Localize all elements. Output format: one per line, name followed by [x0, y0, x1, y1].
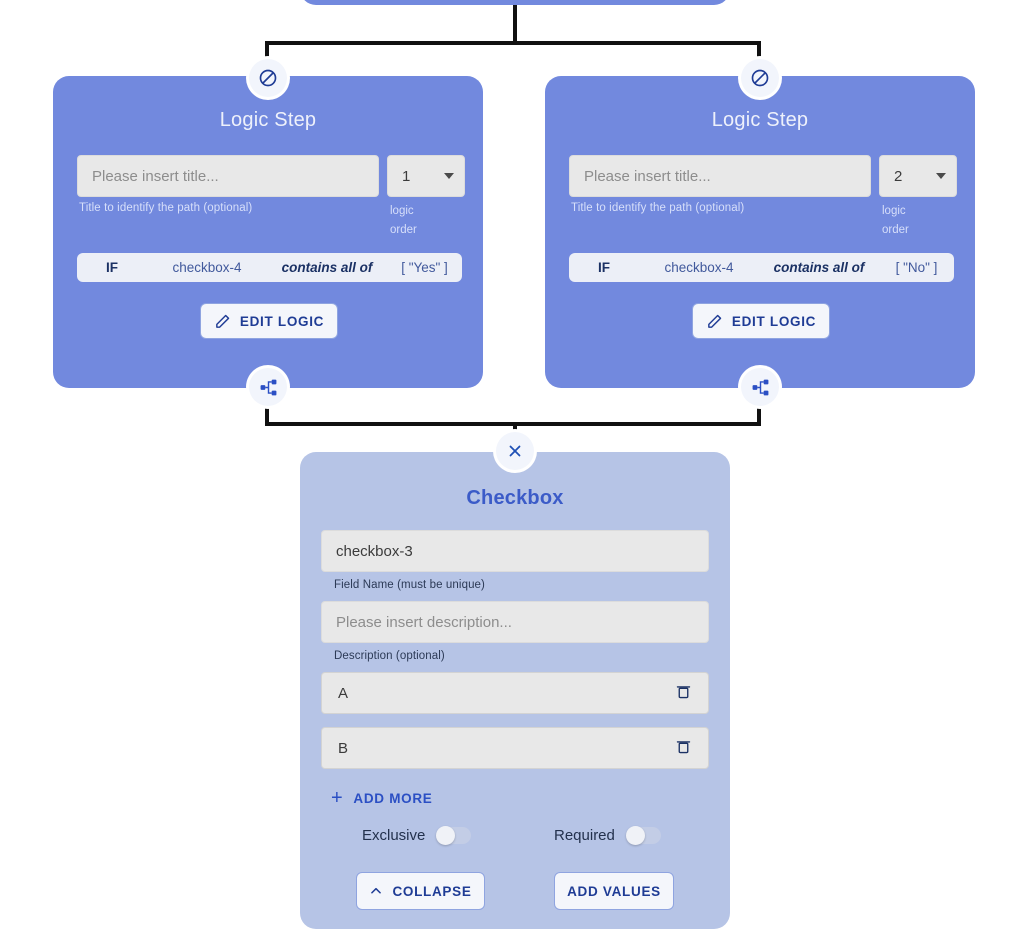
description-input[interactable]: Please insert description...: [321, 601, 709, 643]
connector-right-riser: [757, 388, 761, 426]
no-entry-icon: [259, 69, 277, 87]
order-label-line2: order: [882, 224, 909, 236]
logic-title-input[interactable]: Please insert title...: [77, 155, 379, 197]
trash-icon[interactable]: [675, 738, 692, 759]
logic-order-value: 1: [402, 167, 411, 185]
condition-value: [ "No" ]: [895, 260, 938, 275]
order-label-line1: logic: [390, 205, 414, 217]
pencil-icon: [708, 314, 722, 328]
logic-step-card-1[interactable]: Logic Step Please insert title... Title …: [53, 76, 483, 388]
chevron-down-icon: [936, 173, 946, 179]
add-values-label: ADD VALUES: [567, 883, 661, 899]
option-row[interactable]: A: [321, 672, 709, 714]
condition-keyword: IF: [598, 260, 610, 275]
option-row[interactable]: B: [321, 727, 709, 769]
collapse-button[interactable]: COLLAPSE: [356, 872, 485, 910]
block-badge-left[interactable]: [249, 59, 287, 97]
condition-keyword: IF: [106, 260, 118, 275]
edit-logic-label: EDIT LOGIC: [239, 313, 325, 329]
condition-field: checkbox-4: [172, 260, 242, 275]
condition-row[interactable]: IF checkbox-4 contains all of [ "No" ]: [569, 253, 954, 282]
option-value: B: [338, 739, 349, 757]
chevron-up-icon: [371, 887, 382, 894]
pencil-icon: [216, 314, 230, 328]
logic-order-select[interactable]: 2: [879, 155, 957, 197]
condition-operator: contains all of: [773, 260, 865, 275]
close-icon: [509, 445, 521, 457]
branch-badge-left[interactable]: [249, 368, 287, 406]
logic-order-select[interactable]: 1: [387, 155, 465, 197]
logic-title-helper: Title to identify the path (optional): [79, 202, 253, 214]
order-label-line1: logic: [882, 205, 906, 217]
option-value: A: [338, 684, 349, 702]
block-badge-right[interactable]: [741, 59, 779, 97]
logic-step-title: Logic Step: [711, 109, 809, 131]
field-card-title: Checkbox: [466, 487, 564, 509]
toggle-knob: [625, 826, 645, 845]
add-more-button[interactable]: + ADD MORE: [331, 788, 433, 808]
required-toggle[interactable]: [625, 826, 661, 845]
collapse-label: COLLAPSE: [392, 883, 472, 899]
plus-icon: +: [331, 787, 344, 809]
connector-horizontal-top: [265, 41, 761, 45]
close-badge[interactable]: [496, 432, 534, 470]
required-label: Required: [554, 827, 615, 844]
connector-left-riser: [265, 388, 269, 426]
logic-title-helper: Title to identify the path (optional): [571, 202, 745, 214]
exclusive-toggle[interactable]: [436, 826, 472, 845]
condition-operator: contains all of: [281, 260, 373, 275]
logic-step-card-2[interactable]: Logic Step Please insert title... Title …: [545, 76, 975, 388]
edit-logic-button-1[interactable]: EDIT LOGIC: [200, 303, 338, 339]
required-toggle-group[interactable]: Required: [554, 826, 661, 845]
no-entry-icon: [751, 69, 769, 87]
edit-logic-label: EDIT LOGIC: [731, 313, 817, 329]
branch-badge-right[interactable]: [741, 368, 779, 406]
add-values-button[interactable]: ADD VALUES: [554, 872, 674, 910]
order-label-line2: order: [390, 224, 417, 236]
parent-card-partial[interactable]: [300, 0, 730, 5]
field-name-input[interactable]: checkbox-3: [321, 530, 709, 572]
logic-order-label: logic order: [390, 202, 450, 240]
logic-title-input[interactable]: Please insert title...: [569, 155, 871, 197]
condition-field: checkbox-4: [664, 260, 734, 275]
condition-value: [ "Yes" ]: [401, 260, 448, 275]
branch-node-icon: [752, 379, 768, 395]
toggle-knob: [436, 826, 456, 845]
exclusive-label: Exclusive: [362, 827, 426, 844]
checkbox-field-card[interactable]: Checkbox checkbox-3 Field Name (must be …: [300, 452, 730, 929]
logic-step-title: Logic Step: [219, 109, 317, 131]
branch-node-icon: [260, 379, 276, 395]
trash-icon[interactable]: [675, 683, 692, 704]
logic-order-label: logic order: [882, 202, 942, 240]
description-helper: Description (optional): [334, 650, 445, 662]
condition-row[interactable]: IF checkbox-4 contains all of [ "Yes" ]: [77, 253, 462, 282]
add-more-label: ADD MORE: [353, 790, 433, 806]
chevron-down-icon: [444, 173, 454, 179]
logic-order-value: 2: [894, 167, 903, 185]
edit-logic-button-2[interactable]: EDIT LOGIC: [692, 303, 830, 339]
connector-trunk-top: [513, 5, 517, 41]
field-name-helper: Field Name (must be unique): [334, 579, 485, 591]
exclusive-toggle-group[interactable]: Exclusive: [362, 826, 472, 845]
